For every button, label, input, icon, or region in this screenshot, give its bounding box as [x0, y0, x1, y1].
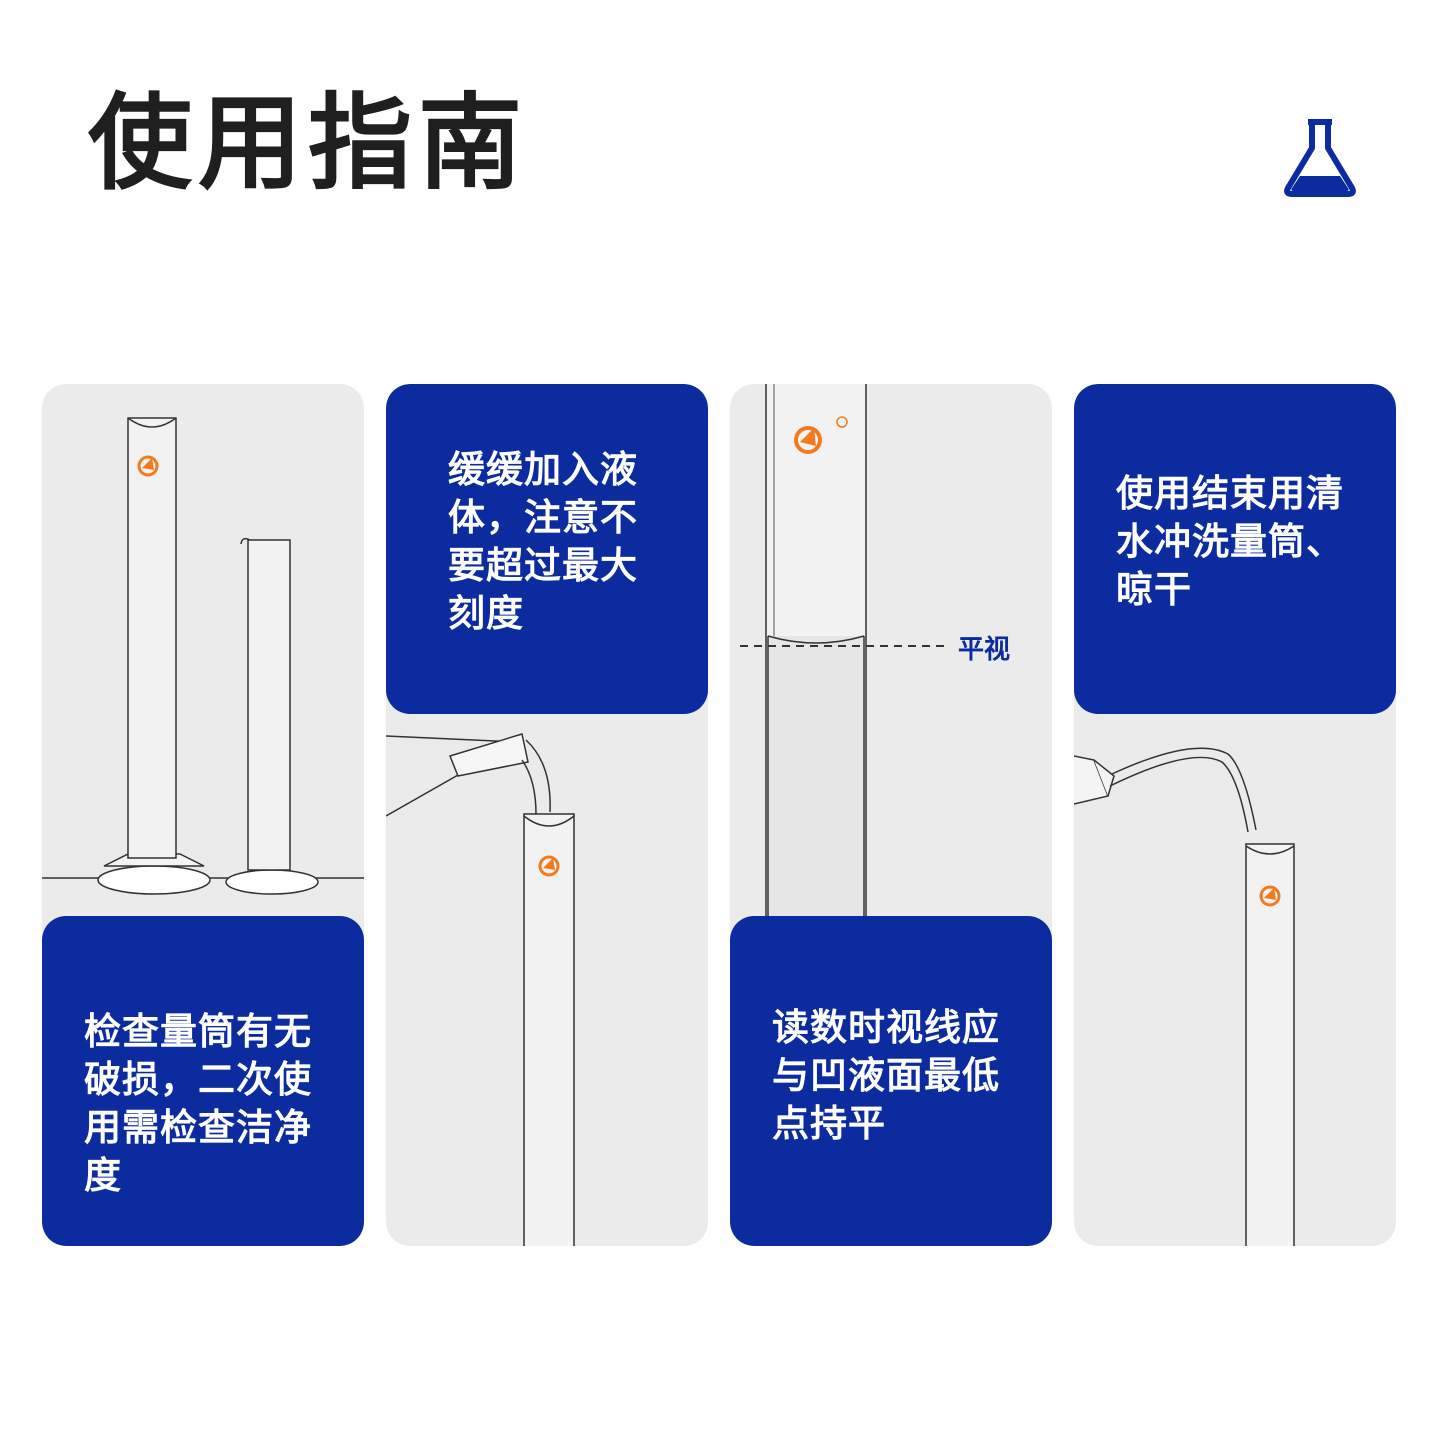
eye-level-label: 平视 [958, 635, 1011, 665]
rinsing-illustration [1074, 747, 1295, 1246]
graduated-cylinders-illustration [42, 417, 364, 895]
step-1-text: 检查量筒有无 破损，二次使 用需检查洁净 度 [84, 1010, 312, 1197]
pouring-illustration [386, 733, 575, 1246]
flask-icon [1284, 119, 1356, 197]
step-card-3: 平视 读数时视线应 与凹液面最低 点持平 [730, 384, 1052, 1246]
brand-logo-icon [794, 416, 848, 454]
step-card-4: 使用结束用清 水冲洗量筒、 晾干 [1074, 384, 1396, 1246]
step-card-2: 缓缓加入液 体，注意不 要超过最大 刻度 [386, 384, 708, 1246]
step-4-box: 使用结束用清 水冲洗量筒、 晾干 [1074, 384, 1396, 714]
step-2-text: 缓缓加入液 体，注意不 要超过最大 刻度 [448, 448, 638, 635]
step-4-text: 使用结束用清 水冲洗量筒、 晾干 [1116, 472, 1344, 611]
brand-logo-icon [1259, 885, 1281, 907]
step-2-box: 缓缓加入液 体，注意不 要超过最大 刻度 [386, 384, 708, 714]
page-title: 使用指南 [88, 82, 529, 204]
step-3-box: 读数时视线应 与凹液面最低 点持平 [730, 916, 1052, 1246]
step-1-box: 检查量筒有无 破损，二次使 用需检查洁净 度 [42, 916, 364, 1246]
brand-logo-icon [137, 455, 159, 477]
step-3-text: 读数时视线应 与凹液面最低 点持平 [772, 1006, 1000, 1145]
brand-logo-icon [538, 855, 560, 877]
step-card-1: 检查量筒有无 破损，二次使 用需检查洁净 度 [42, 384, 364, 1246]
